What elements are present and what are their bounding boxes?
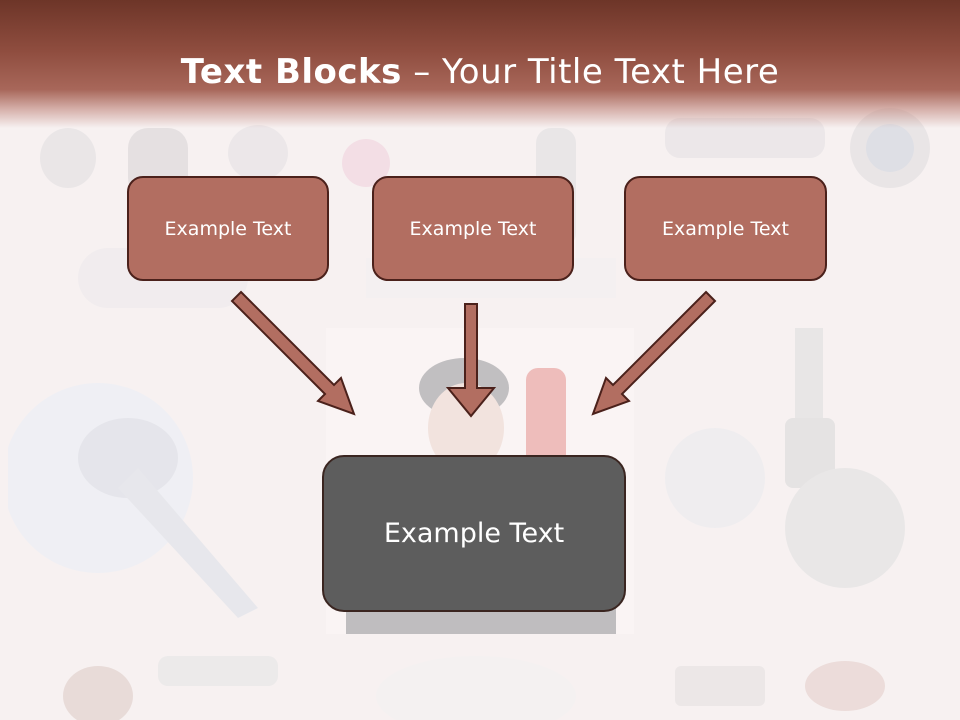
slide-title-bold: Text Blocks [180,52,402,92]
slide-title-rest: Your Title Text Here [442,52,780,92]
example-box-right[interactable]: Example Text [624,176,827,281]
photo-repair-tile [8,646,314,720]
photo-lever-tile [8,328,314,634]
arrow-right-diagonal [591,290,717,416]
slide-title: Text Blocks – Your Title Text Here [0,52,960,92]
photo-toilet-tile [326,646,634,720]
arrow-center-down [445,303,497,418]
example-box-main-text: Example Text [383,518,565,549]
example-box-left[interactable]: Example Text [127,176,329,281]
example-box-right-text: Example Text [662,217,789,240]
photo-tools-tile [645,646,950,720]
example-box-left-text: Example Text [164,217,292,240]
title-banner [0,0,960,128]
photo-valve-tile [645,328,950,634]
arrow-left-diagonal [230,290,356,416]
example-box-center[interactable]: Example Text [372,176,574,281]
example-box-center-text: Example Text [409,217,537,240]
example-box-main[interactable]: Example Text [322,455,626,612]
slide-title-separator: – [401,52,443,92]
